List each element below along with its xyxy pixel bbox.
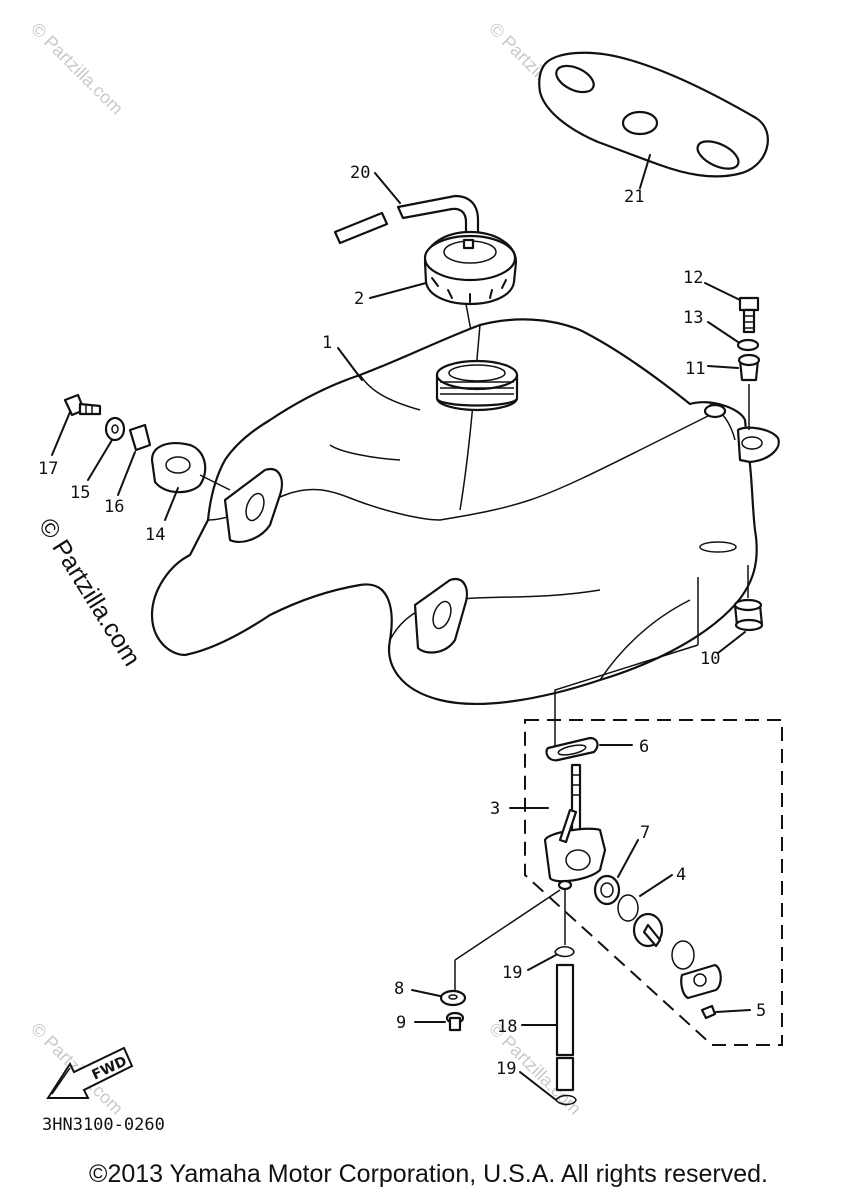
part-3-fuel-cock [509, 763, 607, 891]
part-7-o-ring [593, 839, 639, 906]
diagram-code: 3HN3100-0260 [42, 1115, 165, 1135]
callout-17: 17 [38, 459, 58, 479]
part-4-packing [617, 874, 673, 922]
part-18-fuel-hose [521, 963, 575, 1057]
callout-2: 2 [354, 289, 364, 309]
fuel-cock-assembly-box [524, 719, 783, 1046]
part-2-fuel-cap [369, 230, 518, 359]
callout-6: 6 [639, 737, 649, 757]
callout-labels: 1 2 3 4 5 6 7 8 9 10 11 12 13 14 15 16 1… [38, 163, 766, 1079]
part-8-washer [411, 889, 561, 1007]
part-13-washer [707, 321, 760, 352]
part-20-breather-hose [333, 172, 480, 252]
callout-19a: 19 [502, 963, 522, 983]
callout-16: 16 [104, 497, 124, 517]
callout-9: 9 [396, 1013, 406, 1033]
part-17-bolt [51, 393, 102, 456]
part-12-bolt [704, 282, 760, 334]
callout-1: 1 [322, 333, 332, 353]
part-11-collar [707, 353, 761, 430]
callout-12: 12 [683, 268, 703, 288]
part-9-screw [414, 1011, 465, 1032]
callout-15: 15 [70, 483, 90, 503]
part-19-clip-upper [527, 890, 575, 971]
callout-5: 5 [756, 1001, 766, 1021]
callout-14: 14 [145, 525, 165, 545]
callout-18: 18 [497, 1017, 517, 1037]
callout-19b: 19 [496, 1059, 516, 1079]
fuel-cock-lever [632, 912, 695, 970]
part-14-grommet [150, 442, 231, 521]
part-19-clip-lower [519, 1056, 577, 1106]
callout-11: 11 [685, 359, 705, 379]
watermark: © Partzilla.com [27, 19, 127, 119]
part-21-cover-plate [538, 51, 769, 189]
callout-3: 3 [490, 799, 500, 819]
callout-4: 4 [676, 865, 686, 885]
callout-20: 20 [350, 163, 370, 183]
part-10-damper [717, 565, 764, 654]
part-16-collar [117, 423, 152, 496]
leader-tank-to-cock [554, 644, 699, 755]
callout-8: 8 [394, 979, 404, 999]
callout-10: 10 [700, 649, 720, 669]
part-6-gasket [545, 736, 633, 762]
callout-13: 13 [683, 308, 703, 328]
callout-7: 7 [640, 823, 650, 843]
callout-21: 21 [624, 187, 644, 207]
watermark-side: © Partzilla.com [33, 513, 146, 671]
part-15-washer [87, 416, 126, 481]
part-5-screw [680, 963, 751, 1020]
copyright-notice: ©2013 Yamaha Motor Corporation, U.S.A. A… [89, 1160, 768, 1188]
part-1-fuel-tank [150, 318, 780, 705]
